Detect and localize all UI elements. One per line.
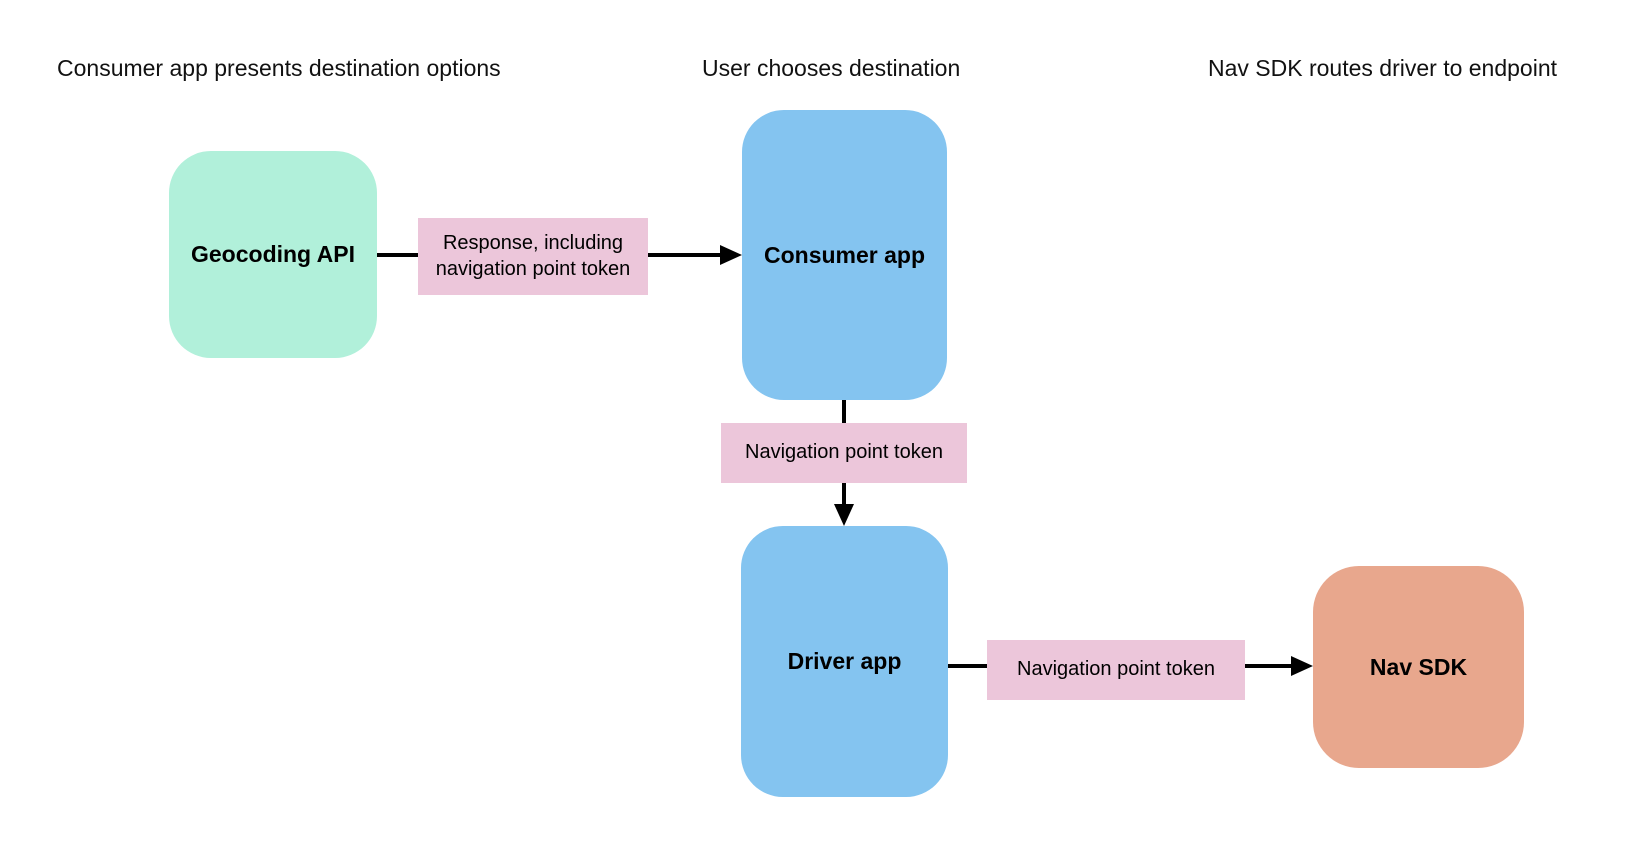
node-geocoding-api: Geocoding API [169,151,377,358]
edge-label-response-including-token: Response, including navigation point tok… [418,218,648,295]
edge-label-nav-token-2-text: Navigation point token [1017,658,1215,681]
edge-label-navigation-point-token-1: Navigation point token [721,423,967,483]
edge-label-nav-token-1-text: Navigation point token [745,441,943,464]
lane-title-user-chooses: User chooses destination [702,55,961,81]
node-nav-sdk: Nav SDK [1313,566,1524,768]
node-driver-app-label: Driver app [787,648,902,674]
lane-title-consumer-presents: Consumer app presents destination option… [57,55,501,81]
lane-title-nav-sdk-routes: Nav SDK routes driver to endpoint [1208,55,1558,81]
node-consumer-app: Consumer app [742,110,947,400]
edge-label-navigation-point-token-2: Navigation point token [987,640,1245,700]
edge-label-response-text: Response, including navigation point tok… [435,232,631,280]
node-consumer-app-label: Consumer app [763,241,926,268]
node-driver-app: Driver app [741,526,948,797]
node-nav-sdk-label: Nav SDK [1369,653,1468,680]
node-geocoding-api-label: Geocoding API [191,241,355,267]
